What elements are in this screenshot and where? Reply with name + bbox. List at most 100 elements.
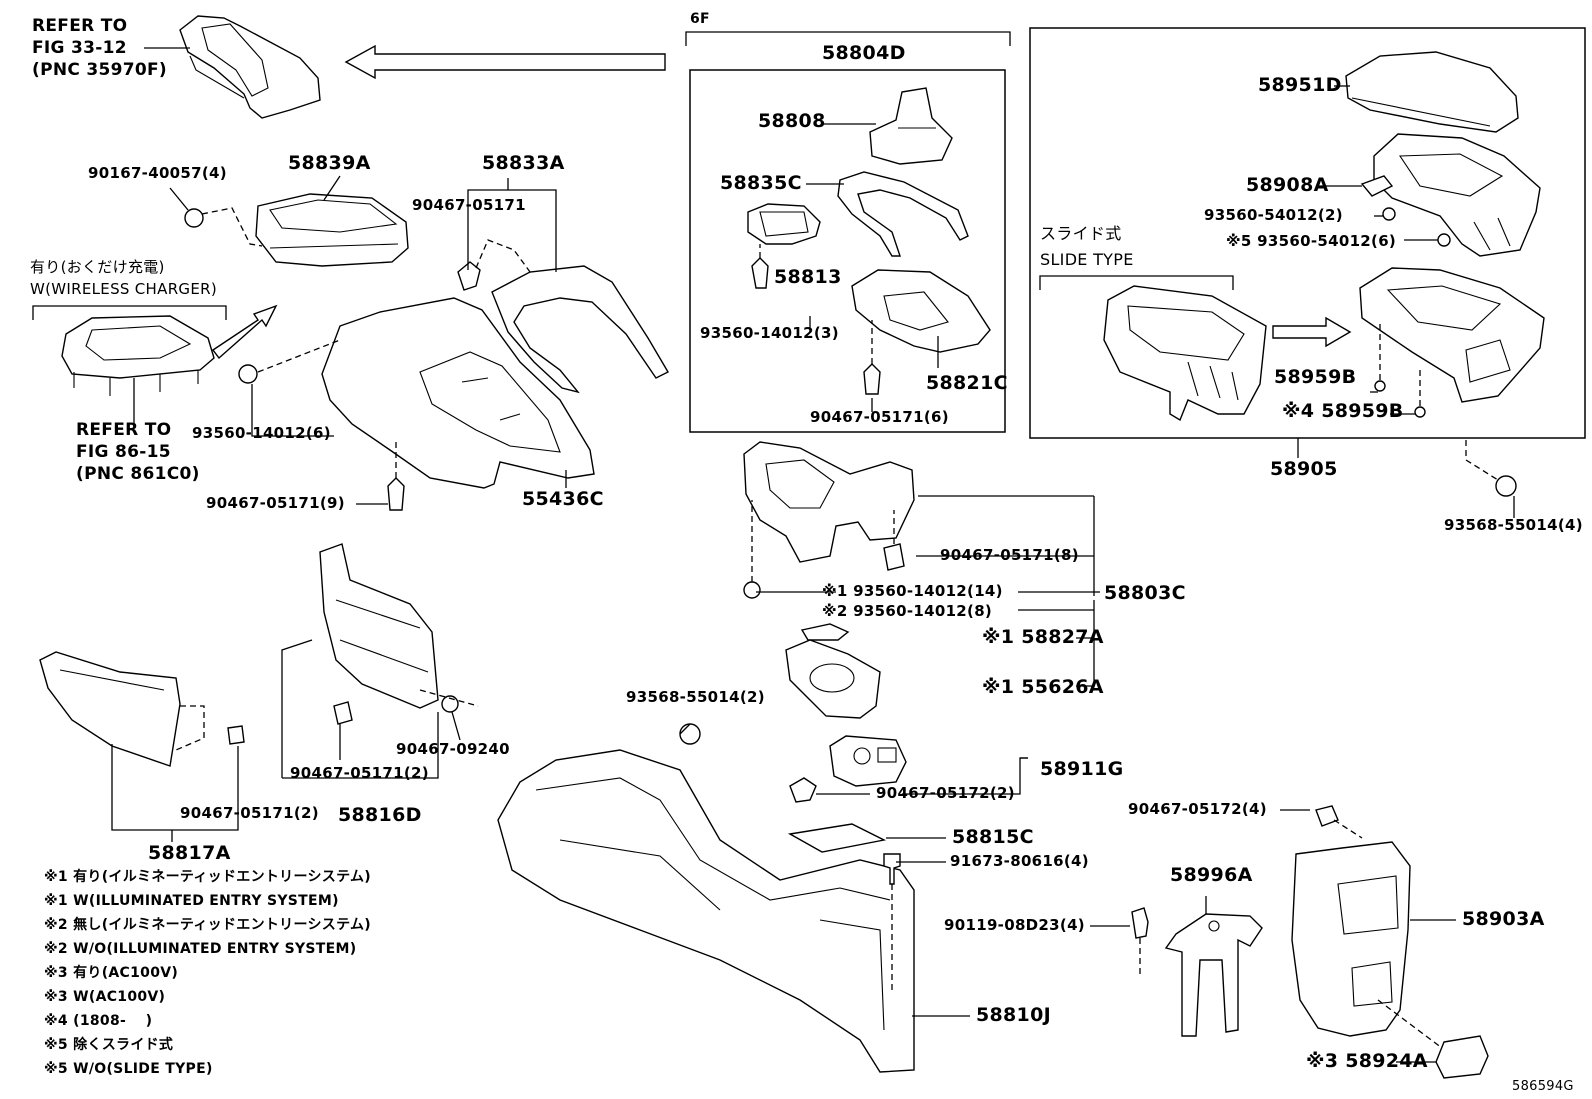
label-90467-05172-4: 90467-05172(4) [1128, 800, 1267, 818]
note-5-en: ※5 W/O(SLIDE TYPE) [44, 1061, 213, 1077]
part-58803c [743, 441, 915, 563]
label-58959b-b: ※4 58959B [1282, 400, 1404, 422]
label-58908a: 58908A [1246, 174, 1329, 196]
bracket-wireless [32, 305, 227, 320]
label-55626a: ※1 55626A [982, 676, 1104, 698]
label-90467-05171-8: 90467-05171(8) [940, 546, 1079, 564]
clip-90467-05171-2b [227, 725, 245, 745]
refer-fig-33-line2: FIG 33-12 [32, 38, 127, 58]
label-58835c: 58835C [720, 172, 802, 194]
label-90467-05171-6: 90467-05171(6) [810, 408, 949, 426]
label-58815c: 58815C [952, 826, 1034, 848]
screw-93560-54012-6 [1437, 233, 1451, 247]
label-90467-05171-9: 90467-05171(9) [206, 494, 345, 512]
label-58839a: 58839A [288, 152, 371, 174]
label-58905: 58905 [1270, 458, 1338, 480]
label-90467-09240: 90467-09240 [396, 740, 510, 758]
clip-90467-05171-2a [333, 701, 353, 725]
part-58810j [497, 749, 915, 1073]
part-58908a [1373, 133, 1541, 257]
part-58817a [39, 651, 181, 767]
bracket-label-6f: 6F [690, 11, 710, 27]
label-58911g: 58911G [1040, 758, 1124, 780]
diagram-id: 586594G [1512, 1079, 1574, 1094]
arrow-left-icon [344, 44, 666, 80]
refer-fig-86-line1: REFER TO [76, 420, 172, 440]
label-58924a: ※3 58924A [1306, 1050, 1428, 1072]
part-58813 [747, 203, 821, 245]
label-90467-05172-2: 90467-05172(2) [876, 784, 1015, 802]
part-58808 [869, 87, 953, 165]
note-1-en: ※1 W(ILLUMINATED ENTRY SYSTEM) [44, 893, 339, 909]
label-58808: 58808 [758, 110, 826, 132]
refer-fig-86-line3: (PNC 861C0) [76, 464, 200, 484]
label-93560-14012-3: 93560-14012(3) [700, 324, 839, 342]
label-58951d: 58951D [1258, 74, 1342, 96]
clip-90167 [184, 208, 204, 228]
label-58821c: 58821C [926, 372, 1008, 394]
part-58835c [837, 171, 969, 257]
refer-fig-86-line2: FIG 86-15 [76, 442, 171, 462]
label-91673-80616-4: 91673-80616(4) [950, 852, 1089, 870]
box-58905 [1029, 27, 1586, 439]
part-58903a [1291, 841, 1411, 1037]
part-58924a [1435, 1035, 1489, 1079]
screw-93560-54012-2 [1382, 207, 1396, 221]
refer-fig-33-line1: REFER TO [32, 16, 128, 36]
bolt-90119 [1131, 907, 1149, 939]
clip-93568-2 [679, 723, 701, 745]
label-58833a: 58833A [482, 152, 565, 174]
wireless-jp: 有り(おくだけ充電) [30, 258, 165, 276]
box-58804d [689, 69, 1006, 433]
part-58839a [255, 193, 409, 267]
clip-90467-9 [387, 477, 405, 511]
leader-lines [111, 47, 1515, 1063]
label-93568-55014-2: 93568-55014(2) [626, 688, 765, 706]
part-55436c [321, 297, 595, 489]
part-58951d [1345, 51, 1519, 133]
screw-58959b-a [1374, 380, 1386, 392]
note-3-jp: ※3 有り(AC100V) [44, 965, 179, 981]
clip-90467-6 [863, 363, 881, 395]
screw-58959b-b [1414, 406, 1426, 418]
part-58827a [800, 623, 850, 641]
label-58959b-a: 58959B [1274, 366, 1357, 388]
bracket-6f [685, 31, 1011, 46]
part-slide-type [1103, 285, 1267, 422]
note-4: ※4 (1808- ) [44, 1013, 153, 1029]
clip-90467-05172-4 [1315, 805, 1339, 827]
label-93560-54012-2: 93560-54012(2) [1204, 206, 1343, 224]
label-93560-54012-6: ※5 93560-54012(6) [1226, 232, 1397, 250]
label-58817a: 58817A [148, 842, 231, 864]
label-93568-55014-4: 93568-55014(4) [1444, 516, 1583, 534]
clip-93568-4 [1495, 475, 1517, 497]
slide-type-jp: スライド式 [1040, 224, 1122, 243]
part-58821c [851, 269, 991, 353]
bracket-slide-type [1039, 275, 1234, 290]
label-90119-08d23-4: 90119-08D23(4) [944, 916, 1085, 934]
shift-bezel-ref [179, 15, 321, 119]
label-58813: 58813 [774, 266, 842, 288]
clip-58908a [1360, 175, 1394, 197]
arrow-upright-icon [211, 304, 278, 360]
refer-fig-33-line3: (PNC 35970F) [32, 60, 167, 80]
screw-93560-3 [751, 257, 769, 289]
label-58810j: 58810J [976, 1004, 1051, 1026]
label-90467-05171-2a: 90467-05171(2) [290, 764, 429, 782]
note-5-jp: ※5 除くスライド式 [44, 1037, 174, 1053]
label-55436c: 55436C [522, 488, 604, 510]
screw-93560-6 [238, 364, 258, 384]
part-58911g [829, 735, 907, 787]
part-58833a [491, 265, 669, 394]
label-90467-05171-2b: 90467-05171(2) [180, 804, 319, 822]
part-wireless-charger [61, 315, 215, 396]
label-58803c: 58803C [1104, 582, 1186, 604]
arrow-right-icon [1272, 316, 1352, 348]
label-58903a: 58903A [1462, 908, 1545, 930]
label-93560-14012-8: ※2 93560-14012(8) [822, 602, 993, 620]
note-2-en: ※2 W/O(ILLUMINATED ENTRY SYSTEM) [44, 941, 357, 957]
clip-90467-05172-2 [789, 777, 817, 803]
label-58996a: 58996A [1170, 864, 1253, 886]
label-93560-14012-6: 93560-14012(6) [192, 424, 331, 442]
